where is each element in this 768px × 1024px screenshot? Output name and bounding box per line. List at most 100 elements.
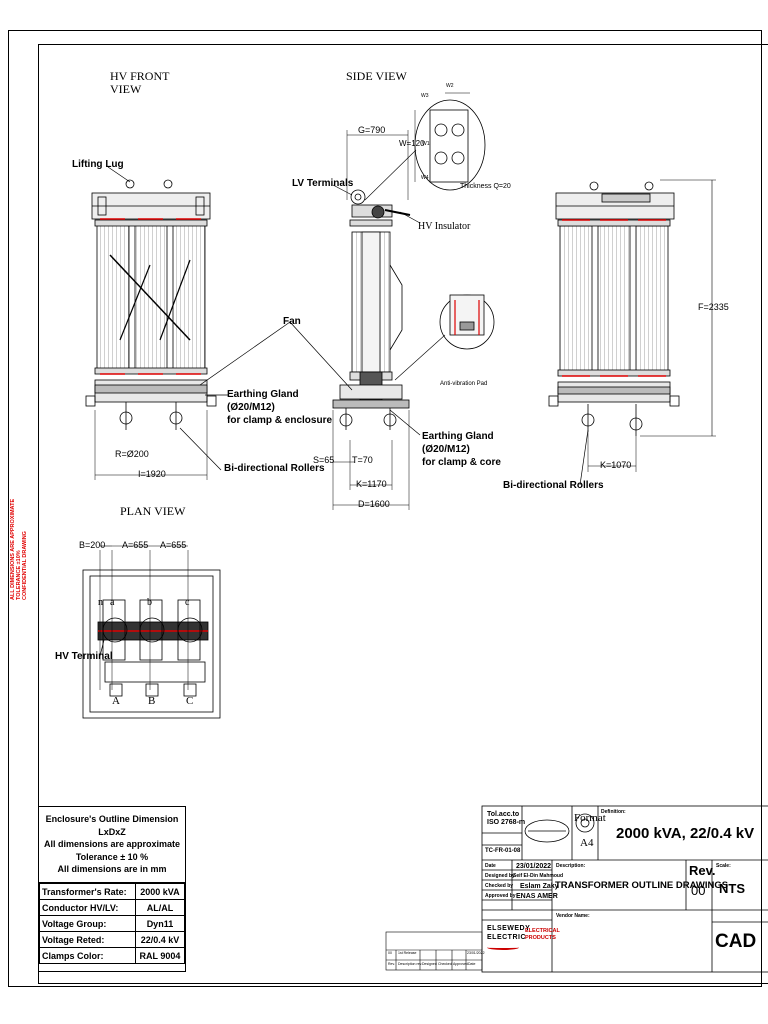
plan-letter-b: b (147, 597, 152, 608)
lifting-lug-label: Lifting Lug (72, 159, 124, 170)
drawing-sheet (8, 30, 762, 987)
table-row: Conductor HV/LV:AL/AL (39, 899, 186, 916)
side-view-title: SIDE VIEW (346, 69, 407, 83)
dim-t: T=70 (352, 455, 373, 465)
dim-a2: A=655 (160, 540, 187, 550)
plan-letter-C: C (186, 695, 194, 707)
rev-label: Rev. (689, 863, 716, 878)
table-row: Voltage Reted:22/0.4 kV (39, 931, 186, 948)
bi-directional-rollers-front-label: Bi-directional Rollers (224, 463, 325, 474)
info-header-line: Tolerance ± 10 % (75, 851, 149, 862)
dim-w1: W1 (422, 141, 430, 147)
table-row: Transformer's Rate:2000 kVA (39, 883, 186, 900)
company-logo-line1: ELSEWEDY (487, 925, 531, 932)
info-value: RAL 9004 (134, 947, 186, 964)
dim-b: B=200 (79, 540, 106, 550)
fan-label: Fan (283, 316, 301, 327)
hv-terminal-label: HV Terminal (55, 651, 113, 662)
drawing-frame (38, 44, 768, 984)
dim-w: W=120 (399, 139, 425, 148)
date-label: Date (485, 863, 496, 869)
dim-d: D=1600 (358, 499, 390, 509)
dim-s: S=65 (313, 455, 335, 465)
info-label: Clamps Color: (39, 947, 136, 964)
approved-label: Approved by (485, 893, 516, 899)
info-value: AL/AL (134, 899, 186, 916)
rev-table-lines (385, 931, 483, 971)
plan-view (82, 545, 221, 719)
hv-insulator-label: HV Insulator (418, 221, 471, 232)
dim-w2: W2 (446, 83, 454, 89)
dim-f: F=2335 (698, 302, 729, 312)
checked-value: Eslam Zaky (520, 883, 559, 890)
plan-letter-c: c (185, 597, 190, 608)
info-label: Voltage Reted: (39, 931, 136, 948)
earthing-gland-core-label: Earthing Gland (Ø20/M12) for clamp & cor… (422, 431, 501, 468)
approved-value: ENAS AMER (516, 893, 558, 900)
date-value: 23/01/2022 (516, 863, 552, 870)
plan-view-title: PLAN VIEW (120, 504, 186, 518)
plan-letter-A: A (112, 695, 120, 707)
info-label: Conductor HV/LV: (39, 899, 136, 916)
hv-front-view (85, 179, 217, 480)
side-view (332, 92, 495, 510)
format-label: Format (574, 812, 606, 824)
info-header-line: Enclosure's Outline Dimension LxDxZ (45, 814, 179, 837)
lv-side-view (548, 179, 716, 472)
description-value: TRANSFORMER OUTLINE DRAWINGS (555, 880, 729, 891)
designed-label: Designed by (485, 873, 515, 879)
info-header-line: All dimensions are in mm (57, 864, 167, 874)
info-box: Enclosure's Outline Dimension LxDxZ All … (38, 806, 186, 972)
dim-w4: W4 (421, 175, 429, 181)
checked-label: Checked by (485, 883, 514, 889)
tolerance-iso: Tol.acc.to ISO 2768-m (487, 811, 526, 826)
plan-letter-n: n (98, 597, 103, 608)
definition-label: Definition: (601, 809, 626, 815)
description-label: Description: (556, 863, 586, 869)
dim-g: G=790 (358, 125, 386, 135)
vendor-label: Vendor Name: (556, 913, 590, 919)
dim-i: I=1920 (138, 469, 166, 479)
plan-letter-a: a (110, 597, 115, 608)
rev-cell: 1st Release (398, 951, 417, 955)
info-value: 2000 kVA (134, 883, 186, 900)
rev-cell: 23/01/2022 (467, 951, 485, 955)
scale-label: Scale: (716, 863, 731, 869)
red-side-note: ALL DIMENSIONS ARE APPROXIMATE TOLERANCE… (10, 498, 28, 600)
anti-vibration-pad-label: Anti-vibration Pad (440, 381, 488, 387)
info-value: 22/0.4 kV (134, 931, 186, 948)
rev-cell: 00 (388, 951, 392, 955)
rev-cell: Designed (422, 962, 437, 966)
dim-r: R=Ø200 (115, 449, 149, 459)
info-label: Voltage Group: (39, 915, 136, 932)
rev-value: 00 (691, 883, 706, 898)
earthing-gland-enclosure-label: Earthing Gland (Ø20/M12) for clamp & enc… (227, 389, 333, 426)
lv-terminals-label: LV Terminals (292, 178, 354, 189)
leader-lines (99, 166, 589, 657)
title-block-lines (481, 805, 768, 973)
format-value: A4 (580, 837, 594, 849)
rev-cell: Rev. (388, 962, 395, 966)
company-products: ELECTRICAL PRODUCTS (525, 928, 560, 941)
plan-letter-B: B (148, 695, 156, 707)
dim-w3: W3 (421, 93, 429, 99)
table-row: Clamps Color:RAL 9004 (39, 947, 186, 964)
rev-cell: Checked (438, 962, 452, 966)
scale-value: NTS (719, 881, 745, 896)
cad-label: CAD (715, 931, 757, 952)
bi-directional-rollers-right-label: Bi-directional Rollers (503, 480, 604, 491)
table-row: Voltage Group:Dyn11 (39, 915, 186, 932)
rev-cell: Date (468, 962, 476, 966)
dim-k-right: K=1070 (600, 460, 632, 470)
rev-cell: Description rev. (398, 962, 423, 966)
hv-front-view-title: HV FRONT VIEW (110, 69, 170, 96)
rev-cell: Approved (453, 962, 468, 966)
dim-a1: A=655 (122, 540, 149, 550)
dim-k-side: K=1170 (356, 479, 387, 489)
info-header: Enclosure's Outline Dimension LxDxZ All … (39, 807, 185, 883)
form-number: TC-FR-01-08 (485, 848, 521, 854)
company-logo-line2: ELECTRIC (487, 934, 526, 941)
designed-value: Seif El-Din Mahmoud (513, 873, 563, 879)
definition-value: 2000 kVA, 22/0.4 kV (616, 825, 755, 842)
